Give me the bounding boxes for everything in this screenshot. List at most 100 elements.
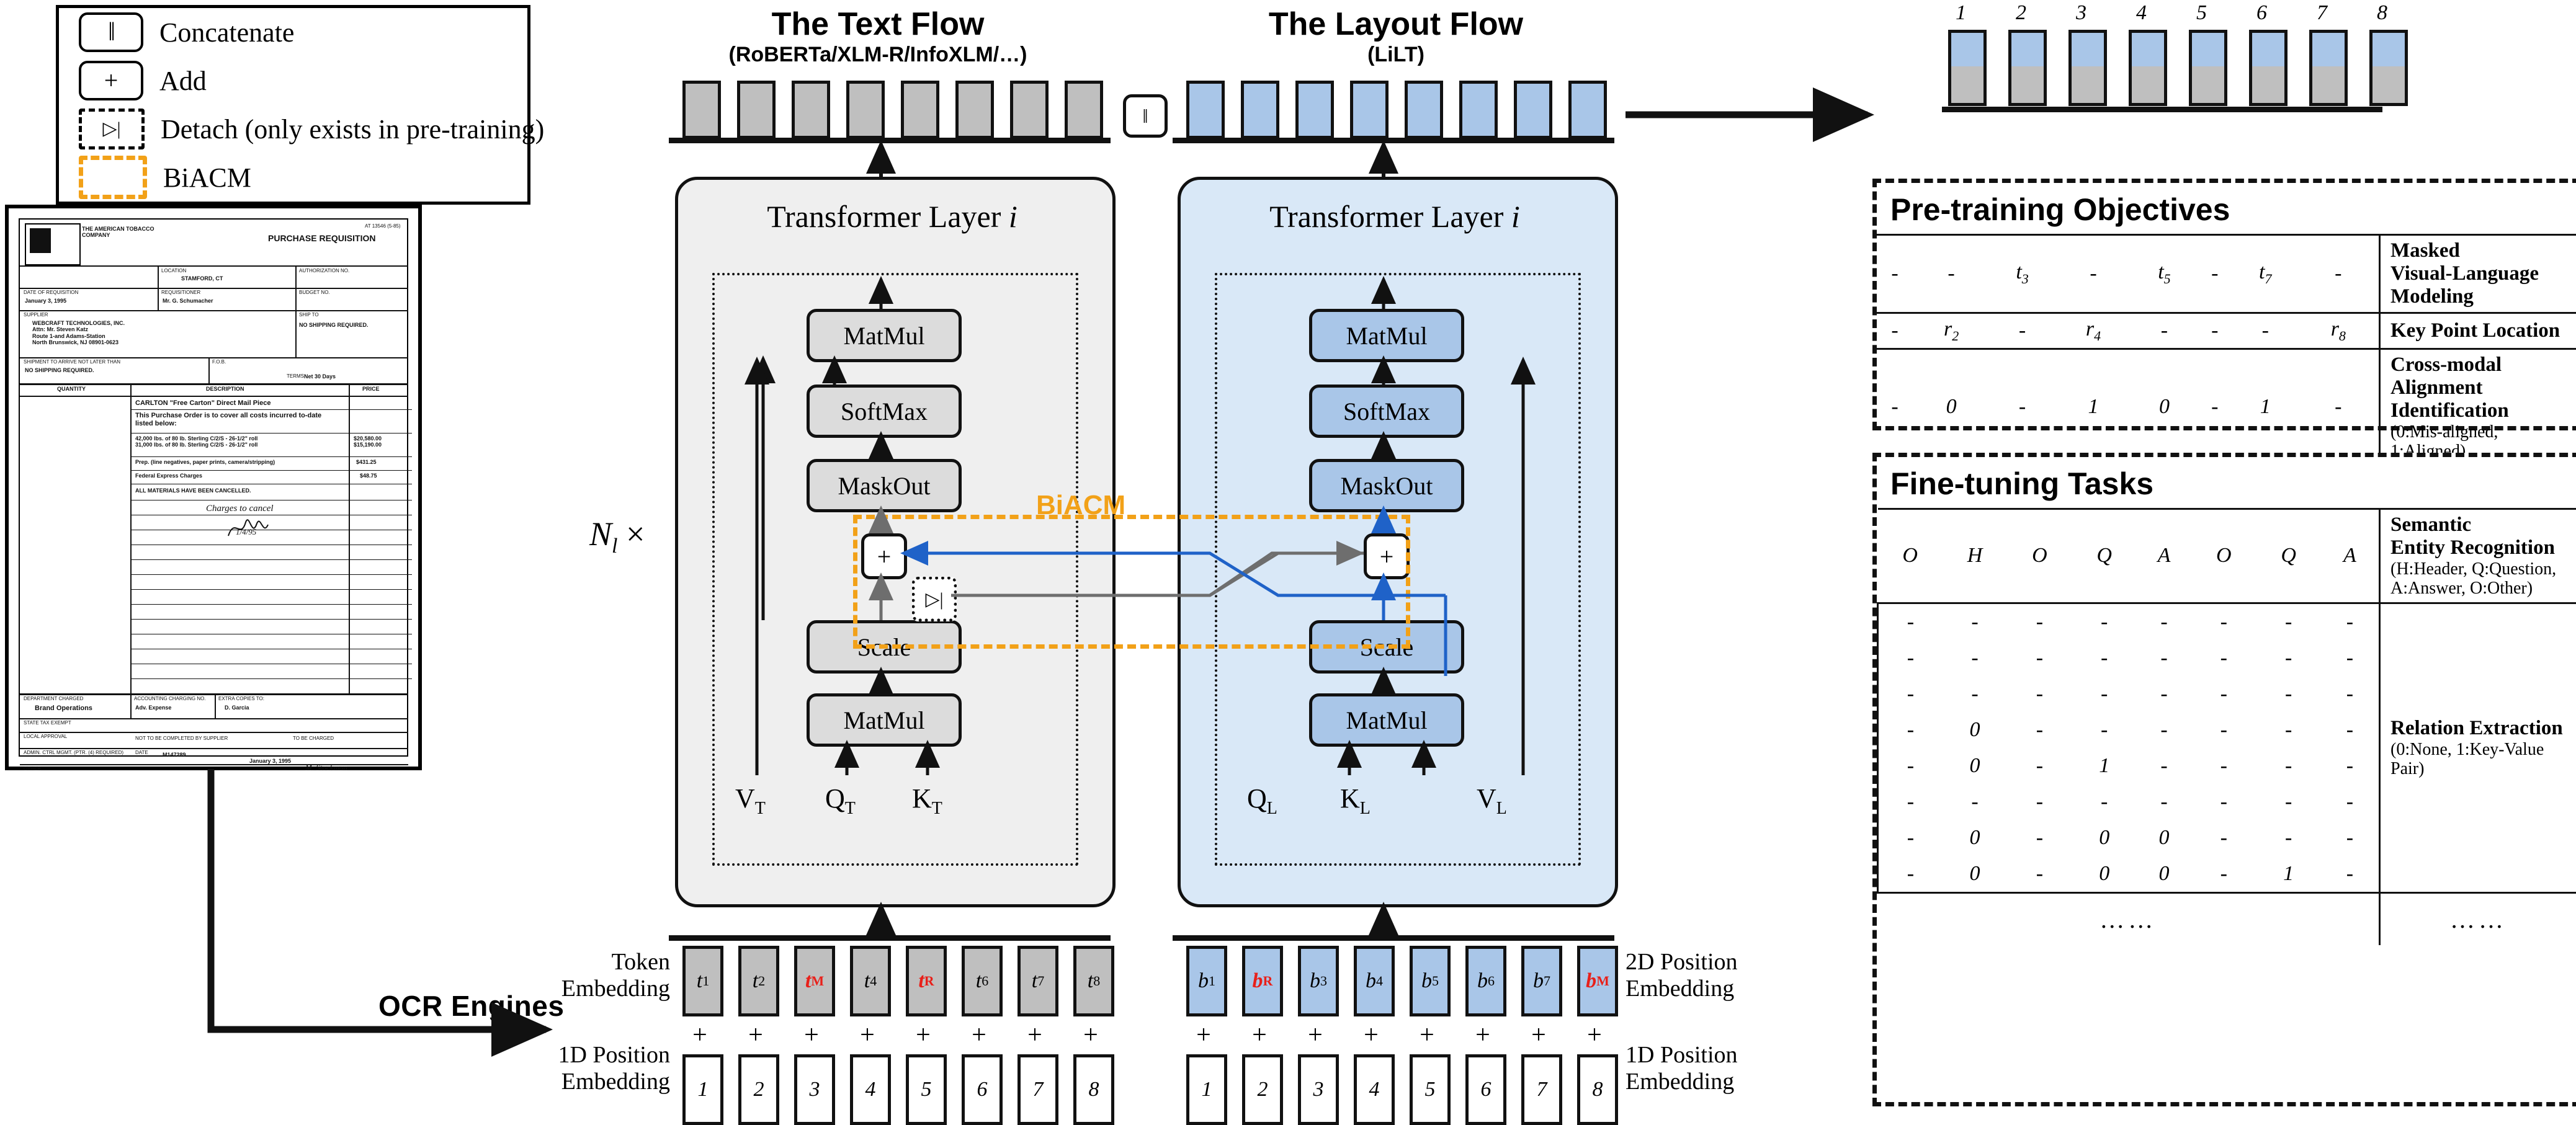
text-pos-6-label: 6	[965, 1057, 1000, 1122]
re-cell-6-1: -	[1878, 784, 1943, 820]
field-value-requisitioner: Mr. G. Schumacher	[163, 298, 213, 304]
line-item-5-desc: ALL MATERIALS HAVE BEEN CANCELLED.	[135, 487, 251, 494]
output-index-3: 3	[2076, 1, 2086, 25]
text-panel-title-text: Transformer Layer	[767, 199, 1001, 234]
pretraining-objectives-panel: Pre-training Objectives --t3-t5-t7-Maske…	[1872, 179, 2576, 430]
re-cell-5-4: 1	[2072, 748, 2137, 784]
re-cell-3-2: -	[1943, 676, 2007, 712]
footer-label-notsupplier: NOT TO BE COMPLETED BY SUPPLIER	[135, 736, 228, 741]
text-plus-5: +	[906, 1020, 941, 1050]
layout-plus-8: +	[1577, 1020, 1612, 1050]
company-logo	[25, 223, 81, 265]
re-cell-2-3: -	[2007, 640, 2072, 676]
legend-item-biacm: BiACM	[59, 153, 527, 202]
ser-cell-8: A	[2321, 509, 2380, 603]
text-input-k-sub: T	[932, 799, 942, 818]
output-layout-bar-6	[2249, 30, 2288, 69]
output-index-8: 8	[2377, 1, 2387, 25]
footer-label-copies: EXTRA COPIES TO:	[218, 696, 264, 701]
pretraining-cell-3-8: -	[2298, 349, 2380, 465]
output-layout-bar-3	[2068, 30, 2107, 69]
layout-panel-title: Transformer Layer i	[1178, 198, 1612, 234]
field-label-auth: AUTHORIZATION NO.	[299, 268, 349, 273]
footer-label-tax: STATE TAX EXEMPT	[24, 720, 71, 726]
layout-node-maskout: MaskOut	[1309, 459, 1464, 512]
re-cell-6-7: -	[2256, 784, 2320, 820]
re-cell-1-1: -	[1878, 603, 1943, 640]
text-pos-5-label: 5	[909, 1057, 944, 1122]
re-cell-5-2: 0	[1943, 748, 2007, 784]
re-cell-3-1: -	[1878, 676, 1943, 712]
re-cell-2-6: -	[2191, 640, 2256, 676]
text-input-k: KT	[912, 783, 942, 819]
text-panel-title: Transformer Layer i	[675, 198, 1109, 234]
layout-input-k: KL	[1340, 783, 1371, 819]
layout-output-token-1	[1186, 81, 1225, 139]
field-label-arrive: SHIPMENT TO ARRIVE NOT LATER THAN	[24, 359, 120, 365]
text-input-v: VT	[735, 783, 766, 819]
concatenate-node-glyph: ‖	[1143, 105, 1148, 128]
text-input-v-name: V	[735, 783, 755, 814]
re-cell-5-6: -	[2191, 748, 2256, 784]
layout-plus-6: +	[1465, 1020, 1500, 1050]
layout-node-matmul-top: MatMul	[1309, 309, 1464, 362]
layout-pos-7: 7	[1521, 1054, 1562, 1125]
text-plus-7: +	[1017, 1020, 1052, 1050]
field-value-date: January 3, 1995	[25, 298, 66, 304]
pretraining-cell-3-2: 0	[1913, 349, 1990, 465]
output-layout-bar-5	[2189, 30, 2227, 69]
re-cell-1-4: -	[2072, 603, 2137, 640]
re-cell-7-4: 0	[2072, 820, 2137, 856]
text-embedding-topline	[669, 935, 1111, 941]
pretraining-cell-2-3: -	[1990, 313, 2055, 349]
pretraining-cell-3-3: -	[1990, 349, 2055, 465]
text-pos-3-label: 3	[797, 1057, 832, 1122]
layout-pos-6-label: 6	[1469, 1057, 1503, 1122]
layout-plus-7: +	[1521, 1020, 1556, 1050]
re-cell-8-1: -	[1878, 856, 1943, 893]
line-item-4-desc: Federal Express Charges	[135, 473, 202, 479]
layout-plus-3: +	[1298, 1020, 1333, 1050]
output-text-bar-7	[2309, 66, 2348, 106]
output-strip-underline	[1942, 107, 2382, 112]
text-pos-1-label: 1	[686, 1057, 720, 1122]
pretraining-cell-3-6: -	[2197, 349, 2233, 465]
output-text-bar-1	[1948, 66, 1987, 106]
ser-cell-1: O	[1878, 509, 1943, 603]
text-input-k-name: K	[912, 783, 932, 814]
output-text-bar-2	[2008, 66, 2047, 106]
re-cell-7-7: -	[2256, 820, 2320, 856]
re-cell-6-8: -	[2321, 784, 2380, 820]
ser-cell-2: H	[1943, 509, 2007, 603]
table-header-price: PRICE	[362, 386, 380, 392]
layout-node-matmul-bottom: MatMul	[1309, 693, 1464, 747]
footer-value-other: M. Stockman	[305, 763, 347, 773]
output-layout-bar-2	[2008, 30, 2047, 69]
re-cell-7-8: -	[2321, 820, 2380, 856]
line-item-2-price: $20,580.00 $15,190.00	[354, 435, 382, 448]
line-item-4-price: $48.75	[360, 473, 377, 479]
text-pos-2: 2	[738, 1054, 779, 1125]
layout-input-v: VL	[1477, 783, 1507, 819]
re-cell-7-2: 0	[1943, 820, 2007, 856]
pretraining-cell-2-2: r2	[1913, 313, 1990, 349]
text-node-softmax: SoftMax	[807, 385, 962, 438]
re-cell-4-4: -	[2072, 712, 2137, 748]
legend-label-add: Add	[159, 65, 207, 97]
footer-value-dept: Brand Operations	[35, 705, 92, 713]
footer-label-local: LOCAL APPROVAL	[24, 734, 67, 739]
re-cell-8-7: 1	[2256, 856, 2320, 893]
pretraining-cell-3-7: 1	[2233, 349, 2298, 465]
layout-pos-6: 6	[1465, 1054, 1506, 1125]
text-pos-6: 6	[962, 1054, 1003, 1125]
